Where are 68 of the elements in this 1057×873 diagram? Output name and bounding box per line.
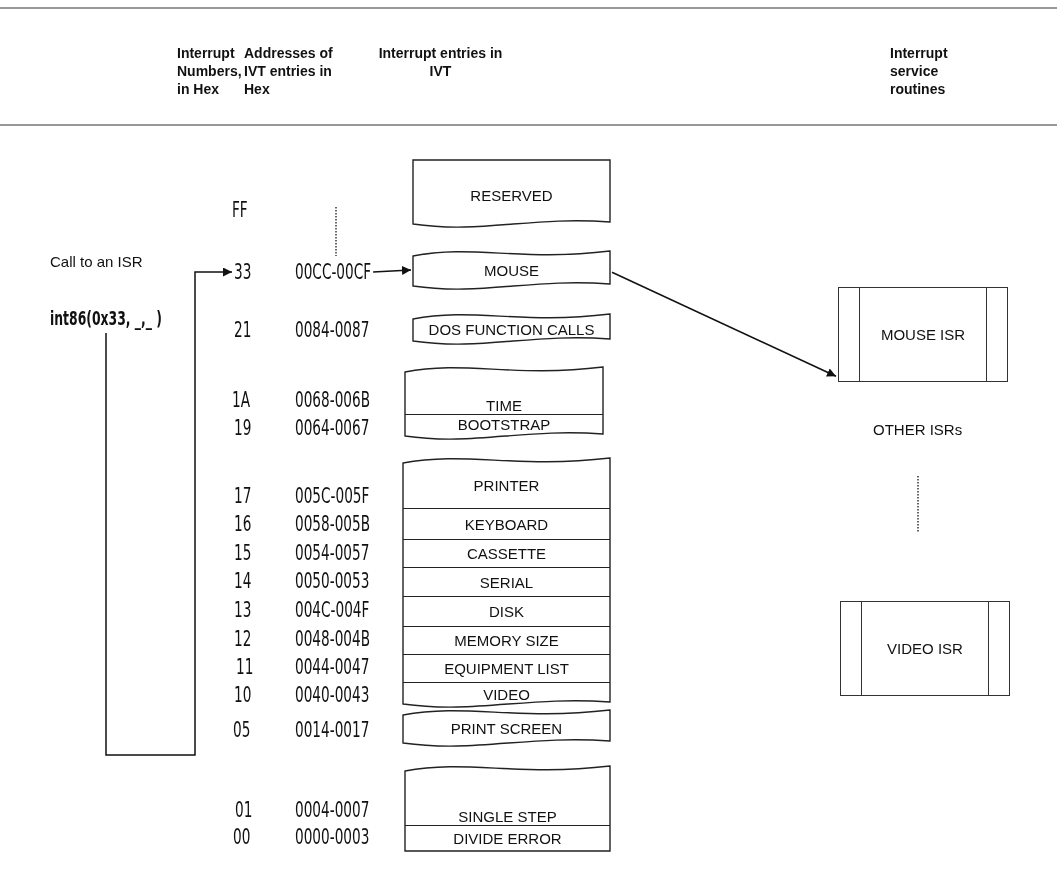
hex-value: 0004-0007 <box>295 798 370 822</box>
hex-value: 21 <box>234 318 252 342</box>
entry-label: VIDEO <box>483 686 530 703</box>
hex-value: 0084-0087 <box>295 318 370 342</box>
column-heading: Interrupt entries in IVT <box>377 44 504 80</box>
code-text: int86(0x33, _,_ ) <box>50 306 162 330</box>
hex-value: 12 <box>234 627 252 651</box>
hex-value: 0058-005B <box>295 512 371 536</box>
entry-label: PRINTER <box>473 476 540 494</box>
hex-value: 16 <box>234 512 252 536</box>
hex-value: 13 <box>234 598 252 622</box>
hex-value: 19 <box>234 416 252 440</box>
ivt-entry <box>413 160 610 230</box>
hex-value: 005C-005F <box>295 484 370 508</box>
hex-value: 11 <box>236 655 254 679</box>
hex-value: 0040-0043 <box>295 683 370 707</box>
entry-label: RESERVED <box>470 186 553 204</box>
entry-label: TIME <box>486 397 522 414</box>
hex-value: 17 <box>234 484 252 508</box>
hex-value: 10 <box>234 683 252 707</box>
ivt-entry <box>413 248 610 292</box>
ivt-entry <box>413 311 610 347</box>
address-text: 00CC-00CF <box>295 260 372 284</box>
entry-label: DISK <box>489 603 524 620</box>
column-heading: Interrupt service routines <box>890 44 949 98</box>
hex-value: 0064-0067 <box>295 416 370 440</box>
arrow <box>372 266 412 275</box>
annotation-text: Call to an ISR <box>50 253 143 271</box>
entry-label: SERIAL <box>479 573 534 591</box>
entry-label: KEYBOARD <box>464 515 549 533</box>
hex-value: 0054-0057 <box>295 541 370 565</box>
isr-label: VIDEO ISR <box>887 640 963 657</box>
hex-value: 14 <box>234 569 252 593</box>
column-heading: Addresses of IVT entries in Hex <box>244 44 334 98</box>
hex-value: 0050-0053 <box>295 569 370 593</box>
isr-box <box>840 601 1010 696</box>
ivt-entry <box>403 707 610 749</box>
isr-label: MOUSE ISR <box>880 326 966 343</box>
entry-label: EQUIPMENT LIST <box>444 660 569 677</box>
entry-label: BOOTSTRAP <box>457 416 551 433</box>
annotation-text: OTHER ISRs <box>873 421 963 439</box>
hex-value: FF <box>232 198 248 222</box>
arrow <box>611 271 837 378</box>
hex-value: 01 <box>235 798 253 822</box>
hex-value: 0014-0017 <box>295 718 370 742</box>
entry-label: MOUSE <box>484 261 539 279</box>
hex-value: 05 <box>233 718 251 742</box>
entry-label: SINGLE STEP <box>458 808 557 825</box>
hex-value: 1A <box>232 388 250 412</box>
ivt-block <box>403 455 610 710</box>
entry-label: CASSETTE <box>466 545 547 562</box>
isr-box <box>838 287 1008 382</box>
entry-label: DIVIDE ERROR <box>453 829 562 847</box>
hex-value: 15 <box>234 541 252 565</box>
hex-value: 004C-004F <box>295 598 370 622</box>
hex-value: 0068-006B <box>295 388 371 412</box>
entry-label: PRINT SCREEN <box>450 719 563 737</box>
hex-value: 0000-0003 <box>295 825 370 849</box>
entry-label: MEMORY SIZE <box>454 632 559 649</box>
ivt-entry-row <box>403 682 610 703</box>
hex-value: 00 <box>233 825 251 849</box>
entry-label: DOS FUNCTION CALLS <box>428 320 595 338</box>
hex-value: 0044-0047 <box>295 655 370 679</box>
ivt-block <box>405 763 610 851</box>
arrow <box>105 267 233 756</box>
ivt-block <box>405 364 603 442</box>
interrupt-number: 33 <box>234 260 252 284</box>
hex-value: 0048-004B <box>295 627 371 651</box>
